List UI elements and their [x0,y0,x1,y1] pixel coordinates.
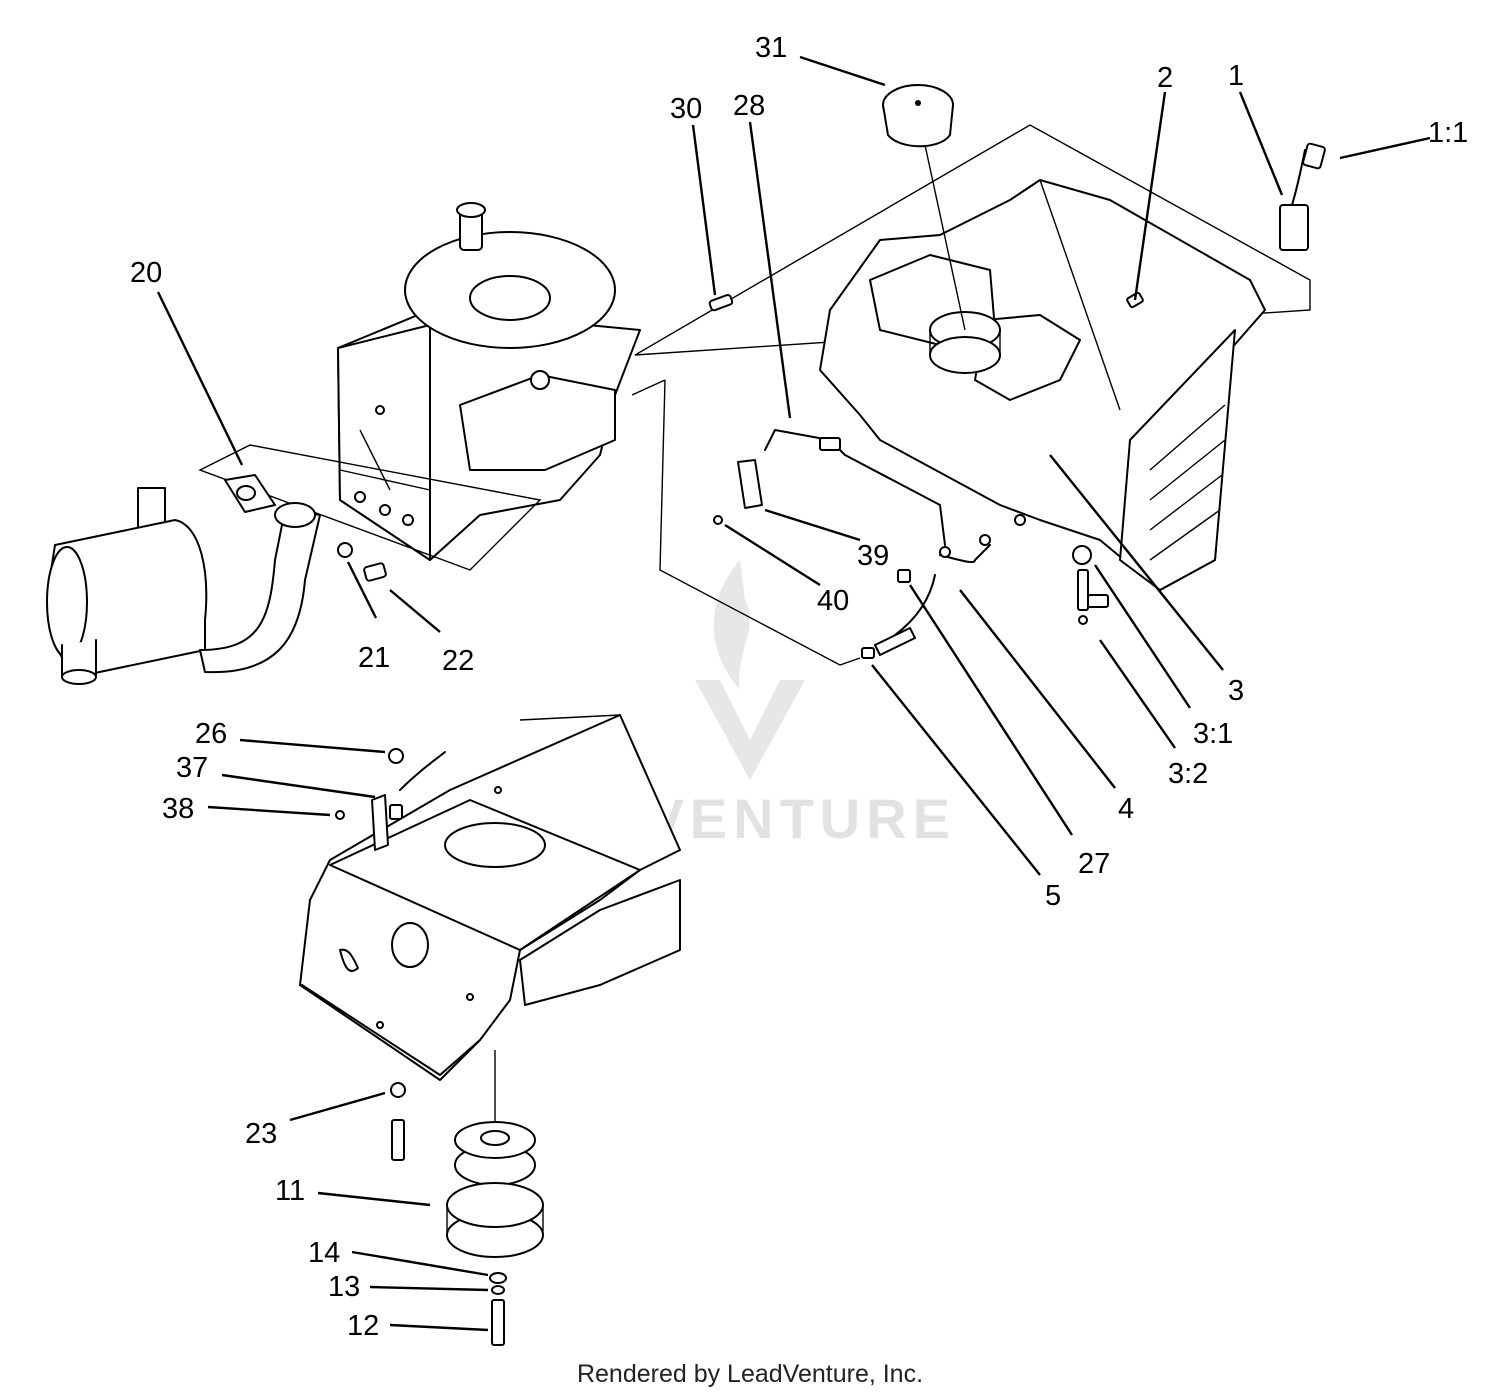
watermark-logo [695,560,805,780]
callout-23: 23 [245,1118,277,1150]
bolt-23 [390,1082,406,1161]
callout-20: 20 [130,257,162,289]
callout-11: 11 [275,1175,305,1207]
callout-22: 22 [442,645,474,677]
callout-28: 28 [733,90,765,122]
fuel-tank [634,124,1311,591]
callout-1: 1 [1228,60,1244,92]
exhaust-pipe [199,502,321,674]
callout-1-1: 1:1 [1428,117,1468,149]
callout-14: 14 [308,1237,340,1269]
nut-26 [388,748,446,791]
muffler [46,487,208,685]
callout-21: 21 [358,642,390,674]
callout-30: 30 [670,93,702,125]
fuel-line-28 [764,429,946,546]
exhaust-washer [337,542,353,558]
engine-mount-frame [299,714,681,1081]
callout-37: 37 [176,752,208,784]
callout-27: 27 [1078,848,1110,880]
callout-38: 38 [162,793,194,825]
callout-31: 31 [755,32,787,64]
leader-lines [156,55,1431,1332]
callout-2: 2 [1157,62,1173,94]
bracket-39 [737,459,763,509]
lockwasher-13 [491,1285,505,1295]
callout-13: 13 [328,1271,360,1303]
exhaust-bolt [363,562,387,582]
fuel-line-4 [894,514,1026,636]
fuel-cap [882,84,966,331]
fuel-gauge-bracket [1279,142,1326,251]
callout-3-2: 3:2 [1168,758,1208,790]
exhaust-gasket [224,474,276,513]
footer-credit: Rendered by LeadVenture, Inc. [576,1360,924,1388]
callout-5: 5 [1045,880,1061,912]
callout-26: 26 [195,718,227,750]
fuel-shutoff-valve [1072,545,1109,625]
engine-pulley [446,1050,544,1258]
screw-38 [335,810,345,820]
screw-40 [713,515,723,525]
callout-40: 40 [817,585,849,617]
engine [198,202,641,571]
fuel-hose-5 [861,627,916,659]
callout-39: 39 [857,540,889,572]
callout-3-1: 3:1 [1193,718,1233,750]
callout-3: 3 [1228,675,1244,707]
clamp-27 [897,569,911,583]
callout-12: 12 [347,1310,379,1342]
mount-bracket-37 [371,794,403,851]
connector-30 [708,294,734,312]
callout-4: 4 [1118,793,1134,825]
bolt-12 [491,1299,505,1346]
washer-14 [489,1272,507,1284]
